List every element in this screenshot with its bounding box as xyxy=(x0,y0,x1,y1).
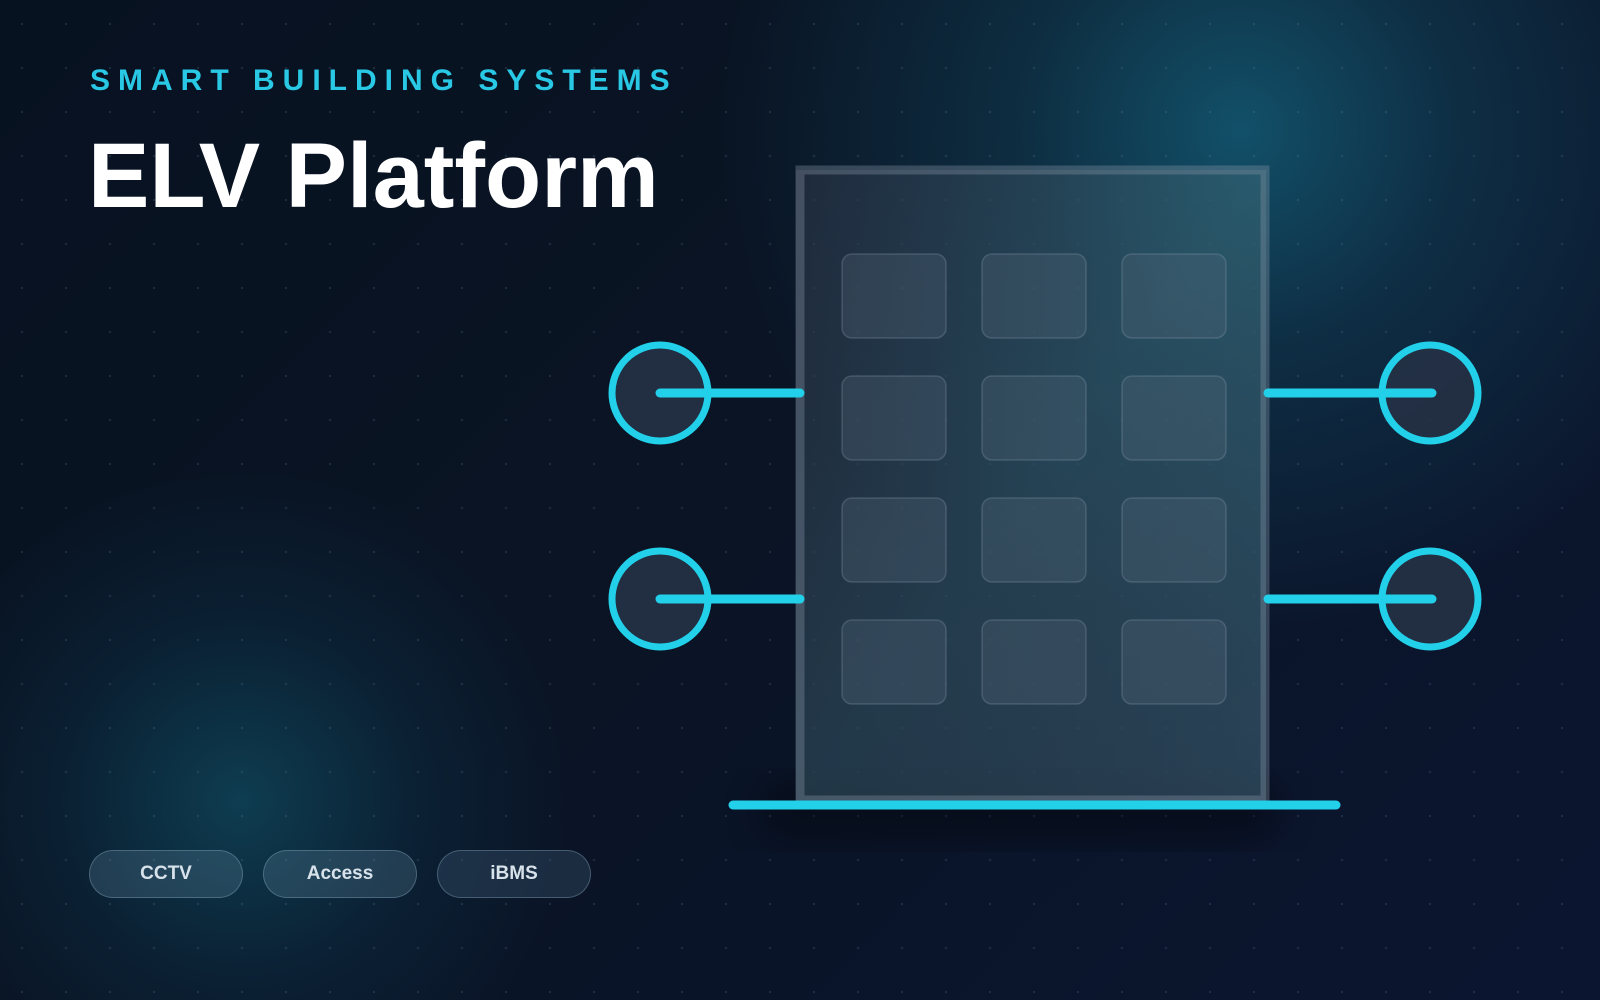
window xyxy=(841,375,947,461)
connector-node-bottom-right xyxy=(1263,547,1482,651)
building-windows xyxy=(841,253,1227,705)
window xyxy=(841,619,947,705)
window xyxy=(981,497,1087,583)
window xyxy=(841,497,947,583)
window xyxy=(981,375,1087,461)
window xyxy=(1121,375,1227,461)
tag-ibms[interactable]: iBMS xyxy=(437,850,591,898)
connector-node-top-right xyxy=(1263,341,1482,445)
tag-access[interactable]: Access xyxy=(263,850,417,898)
system-tags: CCTV Access iBMS xyxy=(89,850,591,898)
window xyxy=(981,619,1087,705)
tag-cctv[interactable]: CCTV xyxy=(89,850,243,898)
window xyxy=(841,253,947,339)
connector-node-top-left xyxy=(608,341,805,445)
eyebrow-label: SMART BUILDING SYSTEMS xyxy=(90,64,678,97)
building-frame xyxy=(795,165,1270,805)
connector-node-bottom-left xyxy=(608,547,805,651)
window xyxy=(1121,253,1227,339)
page-title: ELV Platform xyxy=(88,125,659,227)
window xyxy=(981,253,1087,339)
window xyxy=(1121,497,1227,583)
window xyxy=(1121,619,1227,705)
